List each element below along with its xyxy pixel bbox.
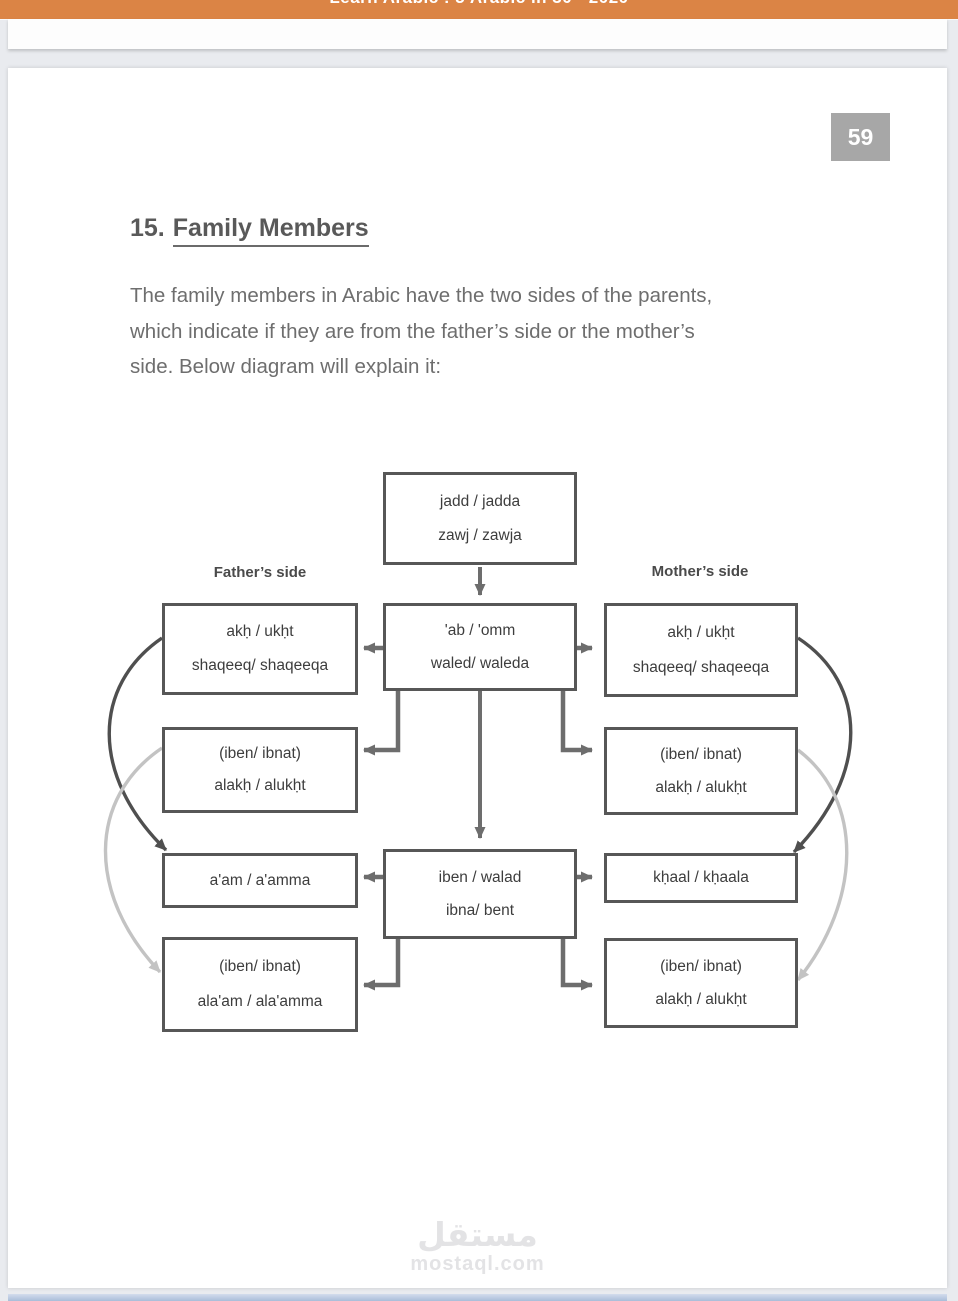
box-line: akḥ / ukḥt (226, 623, 294, 641)
document-page: 59 15.Family Members The family members … (8, 68, 947, 1288)
page-number-badge: 59 (831, 113, 890, 161)
box-line: jadd / jadda (439, 492, 521, 510)
intro-line-2: which indicate if they are from the fath… (130, 319, 695, 343)
box-line: alakḥ / alukḥt (655, 778, 747, 796)
box-line: (iben/ ibnat) (219, 958, 301, 976)
box-line: ibna/ bent (445, 901, 515, 919)
box-line: shaqeeq/ shaqeeqa (632, 658, 770, 676)
box-line: a'am / a'amma (209, 871, 311, 889)
box-line: alakḥ / alukḥt (655, 990, 747, 1008)
top-banner: Learn Arabic : 5 Arabic in 30 - 2020 (0, 0, 958, 19)
diagram-box-mother-siblings: akḥ / ukḥt shaqeeq/ shaqeeqa (604, 603, 798, 697)
box-line: (iben/ ibnat) (660, 746, 742, 763)
watermark-domain: mostaql.com (410, 1252, 545, 1275)
intro-line-1: The family members in Arabic have the tw… (130, 284, 713, 307)
box-line: (iben/ ibnat) (660, 957, 742, 975)
diagram-box-parents: 'ab / 'omm waled/ waleda (383, 603, 577, 691)
diagram-box-father-siblings: akḥ / ukḥt shaqeeq/ shaqeeqa (162, 603, 358, 695)
diagram-box-grandparents: jadd / jadda zawj / zawja (383, 472, 577, 565)
box-line: zawj / zawja (438, 526, 522, 544)
next-page-edge (8, 1294, 947, 1301)
heading-title: Family Members (172, 214, 369, 247)
box-line: ala'am / ala'amma (197, 993, 323, 1011)
box-line: waled/ waleda (430, 654, 530, 672)
section-heading: 15.Family Members (130, 214, 369, 247)
box-line: 'ab / 'omm (444, 622, 516, 639)
intro-line-3: side. Below diagram will explain it: (130, 355, 442, 378)
father-side-label: Father’s side (213, 564, 307, 581)
heading-number: 15. (130, 214, 165, 242)
box-line: iben / walad (438, 868, 522, 886)
box-line: akḥ / ukḥt (667, 624, 735, 641)
box-line: shaqeeq/ shaqeeqa (191, 657, 329, 675)
diagram-box-children: iben / walad ibna/ bent (383, 849, 577, 939)
top-banner-clipped-title: Learn Arabic : 5 Arabic in 30 - 2020 (0, 0, 958, 8)
box-line: (iben/ ibnat) (219, 745, 301, 763)
diagram-box-maternal-cousins: (iben/ ibnat) alakḥ / alukḥt (604, 938, 798, 1028)
intro-paragraph: The family members in Arabic have the tw… (130, 278, 870, 385)
watermark-arabic-logo: مستقل (417, 1215, 538, 1254)
diagram-box-maternal-uncle-aunt: kḥaal / kḥaala (604, 853, 798, 903)
diagram-box-paternal-uncle-aunt: a'am / a'amma (162, 853, 358, 908)
diagram-box-mother-sibling-children: (iben/ ibnat) alakḥ / alukḥt (604, 727, 798, 815)
box-line: kḥaal / kḥaala (653, 869, 749, 887)
box-line: alakḥ / alukḥt (214, 777, 306, 795)
mother-side-label: Mother’s side (651, 563, 749, 580)
diagram-box-paternal-cousins: (iben/ ibnat) ala'am / ala'amma (162, 937, 358, 1032)
diagram-box-father-sibling-children: (iben/ ibnat) alakḥ / alukḥt (162, 727, 358, 813)
watermark: مستقل mostaql.com (8, 1215, 947, 1275)
previous-page-edge (8, 19, 947, 49)
